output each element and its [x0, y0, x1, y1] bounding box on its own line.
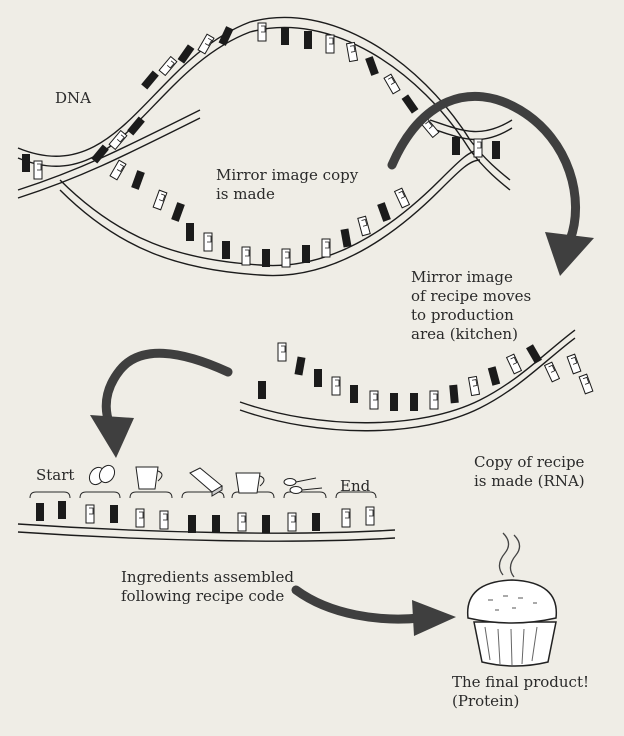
dna-base-pair [141, 70, 159, 90]
dna-base-pair [33, 160, 43, 180]
recipe-base [312, 513, 320, 531]
arrow-rna-to-assembly [90, 348, 233, 458]
rna-base [258, 381, 266, 399]
start-label: Start [36, 466, 75, 484]
dna-base-pair [158, 56, 178, 76]
recipe-sequence [17, 464, 396, 542]
dna-base-pair [325, 34, 335, 54]
rna-base [331, 376, 341, 396]
recipe-base [287, 512, 297, 532]
dna-base-pair [304, 31, 312, 49]
dna-base-pair [262, 249, 270, 267]
mirror-copy-label: Mirror image copy is made [216, 166, 359, 203]
butter-stick-icon [189, 467, 223, 497]
dna-base-pair [377, 202, 391, 222]
dna-base-pair [281, 27, 289, 45]
dna-base-pair [357, 215, 371, 237]
recipe-base [159, 510, 169, 530]
dna-base-pair [171, 202, 185, 222]
dna-base-pair [281, 248, 291, 268]
dna-double-helix [17, 16, 513, 277]
moves-label: Mirror image of recipe moves to producti… [411, 268, 532, 343]
rna-strand [239, 329, 594, 432]
rna-base [369, 390, 379, 410]
dna-base-pair [241, 246, 251, 266]
recipe-base [85, 504, 95, 524]
rna-base [526, 344, 542, 364]
dna-base-pair [452, 137, 460, 155]
rna-base [487, 366, 501, 386]
muffin-icon [467, 532, 557, 667]
dna-base-pair [197, 33, 215, 55]
dna-base-pair [473, 138, 483, 158]
measuring-spoons-icon [283, 477, 323, 494]
rna-base [467, 375, 481, 397]
dna-label: DNA [55, 89, 91, 107]
rna-base [544, 361, 560, 383]
recipe-base [212, 515, 220, 533]
rna-base [277, 342, 287, 362]
dna-base-pair [222, 241, 230, 259]
dna-base-pair [321, 238, 331, 258]
dna-base-pair [401, 94, 419, 114]
arrow-to-product [291, 585, 456, 636]
rna-base [314, 369, 322, 387]
arrow-dna-to-rna [387, 91, 594, 276]
rna-base [410, 393, 418, 411]
dna-base-pair [109, 159, 127, 181]
rna-base [350, 385, 358, 403]
egg-icon [88, 464, 116, 486]
recipe-base [58, 501, 66, 519]
dna-base-pair [131, 170, 145, 190]
rna-base [578, 373, 594, 395]
dna-base-pair [340, 228, 352, 248]
recipe-base [365, 506, 375, 526]
recipe-base [341, 508, 351, 528]
recipe-base [237, 512, 247, 532]
ingredients-label: Ingredients assembled following recipe c… [121, 568, 294, 605]
end-label: End [340, 477, 371, 495]
recipe-base [188, 515, 196, 533]
dna-base-pair [177, 44, 195, 64]
rna-base [566, 353, 582, 375]
rna-base [294, 356, 306, 376]
codon-brackets [29, 491, 377, 499]
rna-base [506, 353, 522, 375]
dna-base-pair [492, 141, 500, 159]
dna-base-pair [203, 232, 213, 252]
rna-base [429, 390, 439, 410]
dna-base-pair [152, 189, 168, 211]
recipe-base [262, 515, 270, 533]
dna-base-pair [186, 223, 194, 241]
dna-base-pair [394, 187, 410, 209]
recipe-base [110, 505, 118, 523]
recipe-base [135, 508, 145, 528]
recipe-base [36, 503, 44, 521]
dna-base-pair [257, 22, 267, 42]
product-label: The final product! (Protein) [452, 673, 590, 710]
dna-base-pair [22, 154, 30, 172]
dna-base-pair [302, 245, 310, 263]
measuring-cup-icon [135, 466, 163, 490]
rna-base [449, 384, 459, 404]
dna-base-pair [365, 56, 379, 76]
dna-base-pair [383, 73, 401, 95]
measuring-cup-icon [235, 472, 265, 494]
rna-base [390, 393, 398, 411]
rna-label: Copy of recipe is made (RNA) [474, 453, 585, 490]
